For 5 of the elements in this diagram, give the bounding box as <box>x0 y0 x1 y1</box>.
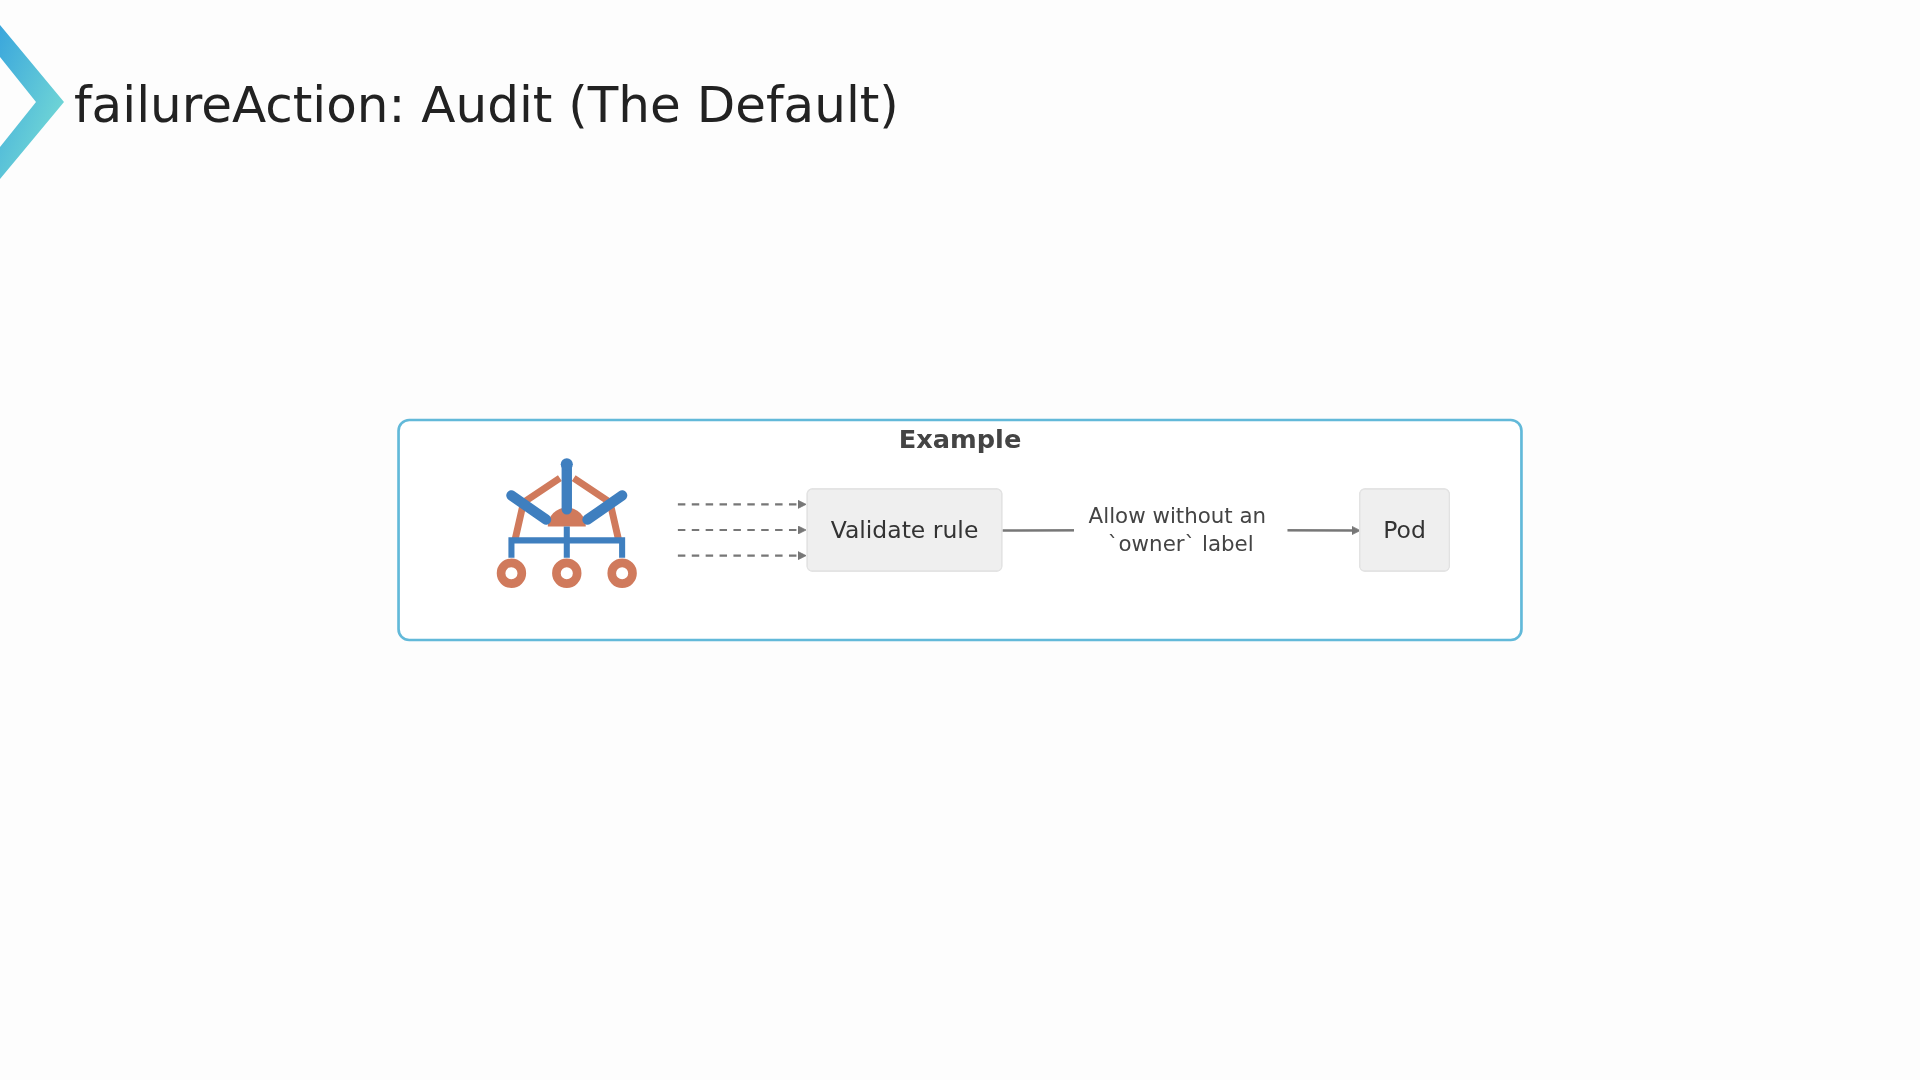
edge-label: Allow without an `owner` label <box>1088 502 1267 557</box>
arrow <box>677 550 807 561</box>
arrow <box>677 525 807 535</box>
arrow <box>677 499 807 510</box>
slide-title: failureAction: Audit (The Default) <box>74 78 899 133</box>
